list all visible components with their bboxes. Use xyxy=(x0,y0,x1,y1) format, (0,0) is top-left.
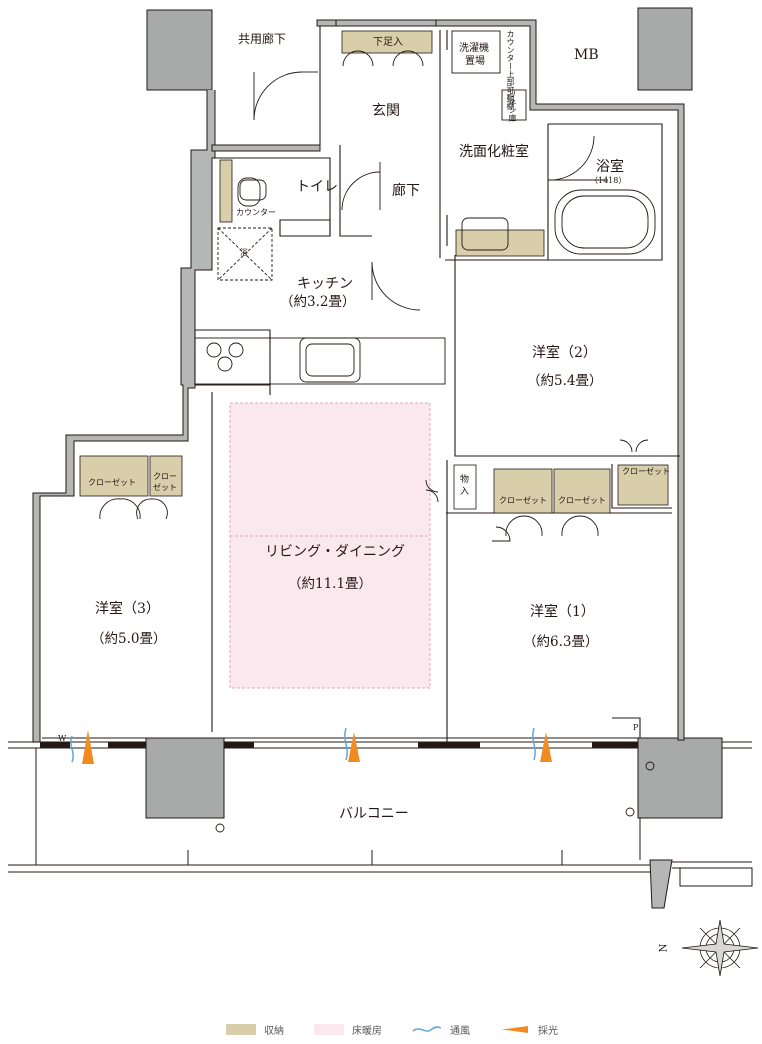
label-balcony: バルコニー xyxy=(339,806,409,822)
label-living-area: （約11.1畳） xyxy=(288,576,373,592)
label-living: リビング・ダイニング xyxy=(265,544,405,560)
label-bathroom: 浴室 xyxy=(596,159,624,175)
bath-vent-box xyxy=(217,227,273,281)
legend-daylight: 採光 xyxy=(500,1022,558,1037)
compass-star xyxy=(681,919,759,977)
column-top-right xyxy=(637,7,693,91)
label-shared-corridor: 共用廊下 xyxy=(238,32,287,46)
legend-storage: 収納 xyxy=(226,1022,284,1037)
ventilation-arrows xyxy=(70,727,536,763)
burner-3 xyxy=(217,356,233,372)
label-hallway: 廊下 xyxy=(392,183,420,199)
compass-rose xyxy=(681,919,759,977)
linen-cupboard xyxy=(501,89,527,121)
interior-walls xyxy=(33,26,680,743)
storage-areas xyxy=(79,30,669,514)
light-arrow-icon xyxy=(502,1026,528,1033)
label-closet-western1-b: クローゼット xyxy=(558,496,606,505)
legend-ventilation-label: 通風 xyxy=(450,1026,470,1037)
fixtures xyxy=(194,30,656,833)
legend-daylight-label: 採光 xyxy=(538,1026,558,1037)
label-mb: MB xyxy=(574,47,599,63)
washing-machine-space xyxy=(451,30,501,74)
legend-storage-swatch xyxy=(226,1024,256,1035)
bath-vent-cross xyxy=(217,227,273,281)
label-closet-western3-a: クローゼット xyxy=(88,478,136,487)
label-p-mark: P xyxy=(633,723,639,732)
legend: 収納 床暖房 通風 採光 xyxy=(226,1022,588,1037)
kitchen-sink-inner xyxy=(305,343,355,377)
daylight-arrows xyxy=(82,730,552,764)
column-top-left xyxy=(146,9,213,91)
label-shoe-storage: 下足入 xyxy=(373,37,403,48)
legend-floor-heating-swatch xyxy=(314,1024,344,1035)
label-closet-western3-b-line1: クロー xyxy=(153,472,177,481)
compass-north-label: N xyxy=(658,943,670,953)
wash-basin xyxy=(461,217,509,251)
balcony-drain-3 xyxy=(645,761,655,771)
label-closet-western1-a: クローゼット xyxy=(499,496,547,505)
windows xyxy=(40,742,638,748)
label-toilet: トイレ xyxy=(296,179,338,195)
column-bottom-left xyxy=(145,737,225,819)
column-bottom-right xyxy=(637,737,723,819)
label-entrance: 玄関 xyxy=(372,103,400,119)
label-western1: 洋室（1） xyxy=(530,604,595,620)
floor-heating-area xyxy=(229,402,431,689)
label-storage-line2: 入 xyxy=(460,487,470,497)
label-counter-shelf: カウンター上部可動棚 xyxy=(506,30,515,110)
label-western2: 洋室（2） xyxy=(532,345,597,361)
kitchen-counter xyxy=(194,337,446,385)
wave-icon xyxy=(412,1026,442,1032)
label-washing-machine-line2: 置場 xyxy=(465,56,485,67)
label-bath-vent: 浴 xyxy=(240,248,248,257)
burner-1 xyxy=(206,342,222,358)
label-linen: リネン庫 xyxy=(508,90,517,122)
balcony-drain-1 xyxy=(215,823,225,833)
label-western3: 洋室（3） xyxy=(95,601,160,617)
label-western1-area: （約6.3畳） xyxy=(523,634,599,650)
balcony-drain-2 xyxy=(625,807,635,817)
label-western2-area: （約5.4畳） xyxy=(527,373,603,389)
label-toilet-counter: カウンター xyxy=(236,208,276,217)
bathtub-inner xyxy=(561,195,649,249)
burner-2 xyxy=(228,342,244,358)
label-w-mark: W xyxy=(58,734,67,743)
label-closet-western2: クローゼット xyxy=(622,467,670,476)
toilet-bowl xyxy=(237,177,261,207)
legend-storage-label: 収納 xyxy=(264,1026,284,1037)
legend-ventilation: 通風 xyxy=(412,1022,470,1037)
door-swings xyxy=(99,50,649,542)
label-powder-room: 洗面化粧室 xyxy=(459,144,529,160)
label-washing-machine-line1: 洗濯機 xyxy=(459,43,489,54)
label-kitchen-area: （約3.2畳） xyxy=(280,294,356,310)
legend-floor-heating-label: 床暖房 xyxy=(352,1026,382,1037)
toilet-tank xyxy=(239,179,267,201)
bathtub xyxy=(554,189,656,255)
label-closet-western3-b-line2: ゼット xyxy=(153,483,177,492)
label-kitchen: キッチン xyxy=(297,276,353,292)
legend-floor-heating: 床暖房 xyxy=(314,1022,382,1037)
label-storage-line1: 物 xyxy=(460,475,470,485)
label-bathroom-size: （1418） xyxy=(590,176,627,185)
label-western3-area: （約5.0畳） xyxy=(91,631,167,647)
